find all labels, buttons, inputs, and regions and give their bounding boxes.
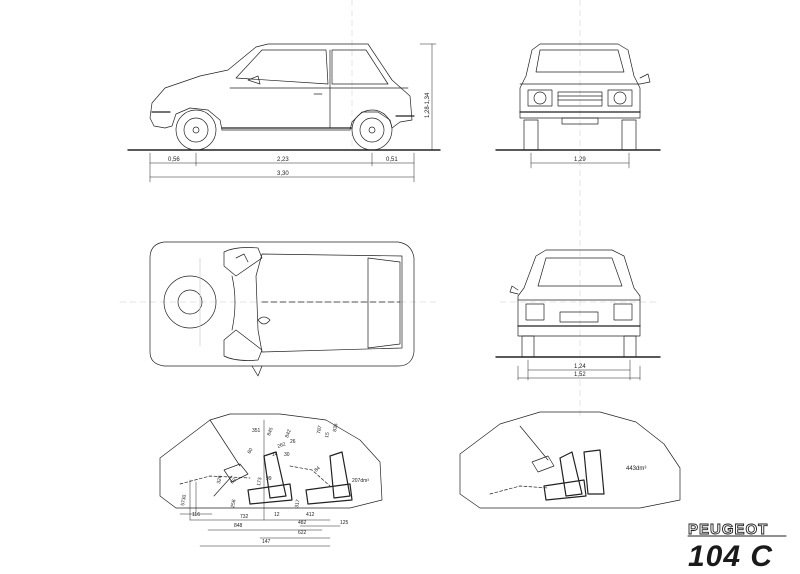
label-9: 173	[256, 477, 263, 486]
label-2: 842	[284, 429, 293, 439]
label-14: 15	[324, 432, 331, 439]
dim-wheelbase: 2,23	[277, 157, 289, 163]
label-21: 12	[274, 512, 280, 518]
dim-overhang-front: 0,56	[168, 157, 180, 163]
logo-model-text: 104 C	[688, 540, 773, 573]
label-23: 848	[234, 523, 243, 529]
dim-track-rear: 1,24	[574, 364, 586, 370]
interior-section-front	[159, 413, 383, 547]
side-view	[127, 43, 441, 183]
logo-brand-text: PEUGEOT	[688, 521, 768, 538]
label-7: 60	[247, 447, 255, 455]
label-22: 412	[306, 512, 315, 518]
label-5: 14	[272, 452, 278, 458]
label-13: 787	[316, 425, 323, 434]
interior-front-labels: 351 845 842 262 26 14 30 60 99 173 60 32…	[180, 423, 369, 545]
interior-section-rear	[459, 411, 681, 509]
label-27: 147	[262, 539, 271, 545]
label-4: 26	[290, 439, 296, 445]
label-1: 845	[266, 427, 275, 437]
dim-length: 3,30	[277, 171, 289, 177]
label-18: 5730	[180, 494, 188, 506]
label-20: 732	[240, 514, 249, 520]
volume-front: 207dm³	[352, 478, 369, 484]
dim-track-front: 1,29	[574, 157, 586, 163]
top-view	[149, 241, 415, 377]
dim-height: 1,28-1,34	[425, 92, 431, 118]
front-view-dimensions: 1,29	[574, 157, 586, 163]
label-24: 482	[298, 520, 307, 526]
label-15: 835	[332, 423, 339, 432]
label-19: 116	[192, 512, 200, 518]
label-10: 60	[229, 477, 237, 485]
volume-rear: 443dm³	[626, 466, 646, 472]
label-6: 30	[284, 452, 290, 458]
label-3: 262	[277, 441, 287, 450]
label-17: 258	[230, 499, 237, 508]
peugeot-logo: PEUGEOT 104 C	[688, 521, 773, 573]
rear-view	[495, 249, 661, 381]
label-11: 326	[216, 475, 223, 484]
label-12: 84	[313, 465, 321, 473]
label-25: 622	[298, 530, 307, 536]
label-8: 99	[266, 476, 272, 482]
rear-view-dimensions: 1,24 1,52	[574, 364, 586, 378]
interior-rear-labels: 443dm³	[626, 466, 646, 472]
dim-overhang-rear: 0,51	[386, 157, 398, 163]
label-16: 317	[294, 499, 301, 508]
label-26: 125	[340, 520, 349, 526]
front-view	[495, 43, 661, 169]
label-0: 351	[252, 428, 261, 434]
side-view-dimensions: 0,56 2,23 0,51 3,30 1,28-1,34	[168, 92, 431, 177]
dim-width: 1,52	[574, 372, 586, 378]
